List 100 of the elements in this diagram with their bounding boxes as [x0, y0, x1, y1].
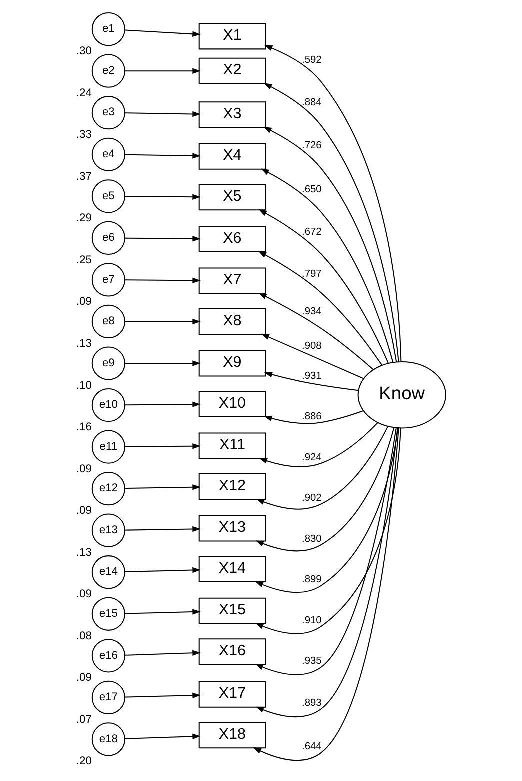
edge-label: .672: [302, 227, 322, 238]
arrow: [125, 692, 201, 698]
node-circle: e10: [92, 388, 126, 422]
node-circle: e1: [92, 12, 126, 46]
node-box: X8: [198, 308, 266, 335]
node-label: .13: [76, 338, 92, 350]
node-label: .13: [76, 546, 92, 559]
edge-label: .650: [302, 184, 322, 196]
node-box: X11: [198, 432, 266, 460]
edge-label: .893: [302, 698, 322, 709]
arrow: [125, 236, 201, 242]
node-box: X14: [198, 556, 266, 583]
node-box: X5: [198, 184, 266, 211]
node-box: X13: [198, 515, 266, 542]
node-circle: e2: [92, 54, 126, 88]
arrow: [261, 168, 394, 363]
edge-label: .931: [302, 370, 322, 382]
arrow: [258, 251, 383, 366]
edge-label: .592: [302, 54, 322, 66]
arrow: [125, 444, 201, 450]
edge-label: .902: [302, 493, 322, 504]
node-circle: e7: [92, 263, 126, 297]
arrow: [125, 68, 201, 74]
arrow: [256, 428, 398, 718]
arrow: [258, 210, 390, 364]
edge-label: .934: [302, 306, 322, 318]
node-circle: e5: [92, 180, 126, 214]
arrow: [125, 318, 201, 325]
arrow: [264, 372, 359, 392]
arrow: [125, 111, 201, 118]
node-circle: e4: [92, 138, 126, 172]
node-box: X12: [198, 474, 266, 500]
arrow: [125, 484, 201, 490]
node-circle: e14: [92, 556, 126, 590]
node-box: X15: [198, 598, 266, 624]
node-label: .30: [76, 46, 92, 58]
edge-label: .884: [302, 98, 322, 109]
node-label: .24: [76, 87, 92, 100]
node-circle: e3: [92, 96, 126, 130]
edge-label: .908: [302, 341, 322, 352]
arrow: [255, 428, 399, 593]
node-circle: e17: [92, 680, 126, 714]
node-circle: e12: [92, 472, 126, 506]
arrow: [125, 567, 201, 574]
node-circle: e6: [92, 221, 126, 255]
node-label: .09: [76, 672, 92, 684]
node-box: X4: [198, 143, 266, 170]
arrow: [259, 422, 378, 468]
node-ellipse: Know: [358, 361, 446, 429]
node-circle: e13: [92, 514, 126, 548]
edge-label: .935: [302, 656, 322, 668]
node-label: .33: [76, 129, 92, 142]
node-label: .29: [76, 212, 92, 225]
node-circle: e8: [92, 304, 126, 339]
node-box: X3: [198, 102, 266, 128]
edge-label: .910: [302, 615, 322, 626]
arrow: [255, 428, 397, 676]
node-label: .20: [76, 756, 92, 768]
node-label: .16: [76, 422, 92, 434]
arrow: [125, 526, 201, 532]
node-box: X18: [198, 722, 266, 749]
node-circle: e15: [92, 597, 126, 631]
node-box: X7: [198, 268, 266, 294]
node-box: X10: [198, 391, 266, 418]
node-label: .08: [76, 630, 92, 642]
arrow: [256, 428, 402, 634]
edge-label: .924: [302, 452, 322, 464]
node-box: X9: [198, 350, 266, 377]
node-label: .09: [76, 505, 92, 518]
node-circle: e16: [92, 639, 126, 673]
arrow: [125, 650, 201, 656]
arrow: [125, 734, 201, 740]
edge-label: .644: [302, 742, 322, 753]
node-circle: e11: [92, 430, 126, 464]
arrow: [253, 428, 400, 762]
node-box: X16: [198, 638, 266, 666]
arrow: [125, 609, 201, 615]
arrow: [261, 334, 364, 380]
arrow: [258, 293, 374, 370]
node-circle: e9: [92, 346, 126, 380]
arrow: [256, 426, 388, 510]
arrow: [125, 153, 201, 159]
node-label: .09: [76, 463, 92, 476]
edge-label: .886: [302, 412, 322, 423]
node-label: .07: [76, 714, 92, 726]
arrow: [125, 30, 201, 38]
node-box: X17: [198, 681, 266, 708]
edge-label: .899: [302, 574, 322, 586]
arrow: [256, 428, 395, 552]
node-label: .10: [76, 380, 92, 392]
node-label: .25: [76, 254, 92, 266]
node-box: X1: [198, 23, 266, 50]
arrow: [125, 278, 201, 284]
node-label: .09: [76, 296, 92, 308]
node-circle: e18: [92, 722, 126, 756]
node-box: X2: [198, 58, 266, 84]
arrow: [125, 360, 201, 366]
edge-label: .830: [302, 534, 322, 545]
arrow: [264, 410, 364, 424]
node-label: .37: [76, 170, 92, 183]
